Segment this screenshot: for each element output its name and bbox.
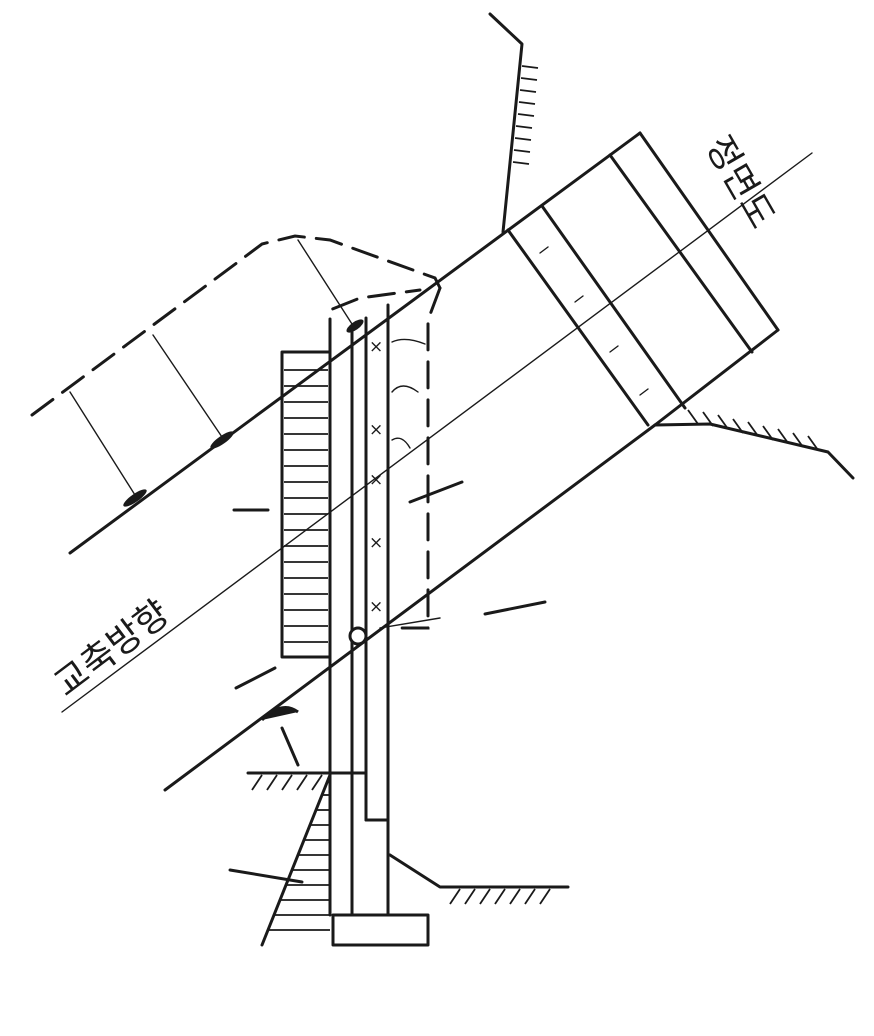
backfill-panel [280,350,332,659]
left-ground-hatch [251,774,323,791]
leader-line-right [483,600,547,616]
deck-segment-ticks [539,246,649,396]
cross-mark-1: × [369,337,383,357]
leader-lines [228,338,547,884]
cross-markers: × × × × × [369,337,383,617]
deck-segment-line-3 [608,153,754,354]
cross-mark-4: × [369,533,383,553]
bridge-axis-line [61,152,813,713]
leader-line-wall [408,480,464,504]
footing-ground-hatch [449,888,551,905]
bearing-mark-3 [346,319,364,333]
connection-detail-1 [391,338,426,345]
wing-dashed-top [30,234,442,417]
earth-wedge-slope [260,773,332,947]
earth-wedge-hatch [269,794,330,931]
bridge-axis-centerline [61,152,813,713]
connection-detail-2 [391,385,419,393]
bridge-deck [68,131,780,792]
wing-outline [30,234,442,630]
footing-ground-line [388,853,570,889]
deck-end-bottom [653,328,780,427]
upper-slope-line [488,12,524,234]
deck-end-line [638,131,780,332]
leader-line-hinge [379,617,441,629]
wing-dashed-left [328,288,422,347]
ground-lines [246,12,855,905]
bearing-mark-2 [210,431,234,449]
right-ground-line [653,422,855,480]
bearing-seat-leg [280,726,300,767]
bearing-seat [260,706,299,722]
deck-bottom-edge [163,423,657,792]
leader-line-lower [234,666,277,690]
wing-stay-3 [297,239,353,325]
deck-segment-line-2 [540,204,687,410]
angle-arc [391,437,411,449]
footing [331,913,430,947]
cross-mark-3: × [369,470,383,490]
hinge-circle [348,626,368,646]
abutment-wall [260,303,430,947]
cross-mark-5: × [369,597,383,617]
right-ground-hatch [687,409,819,451]
cross-mark-2: × [369,420,383,440]
leader-line-wedge [228,868,304,884]
bearing-mark-1 [123,489,147,507]
wing-dashed-right [393,286,442,630]
deck-top-edge [68,131,642,555]
upper-slope-hatch [512,65,539,165]
wing-stay-2 [152,334,223,438]
wing-stay-1 [69,391,136,496]
front-view-label: 정면도 [697,129,782,236]
backfill-panel-hatch [284,369,328,643]
bridge-axis-label: 교축방향 [47,593,177,705]
